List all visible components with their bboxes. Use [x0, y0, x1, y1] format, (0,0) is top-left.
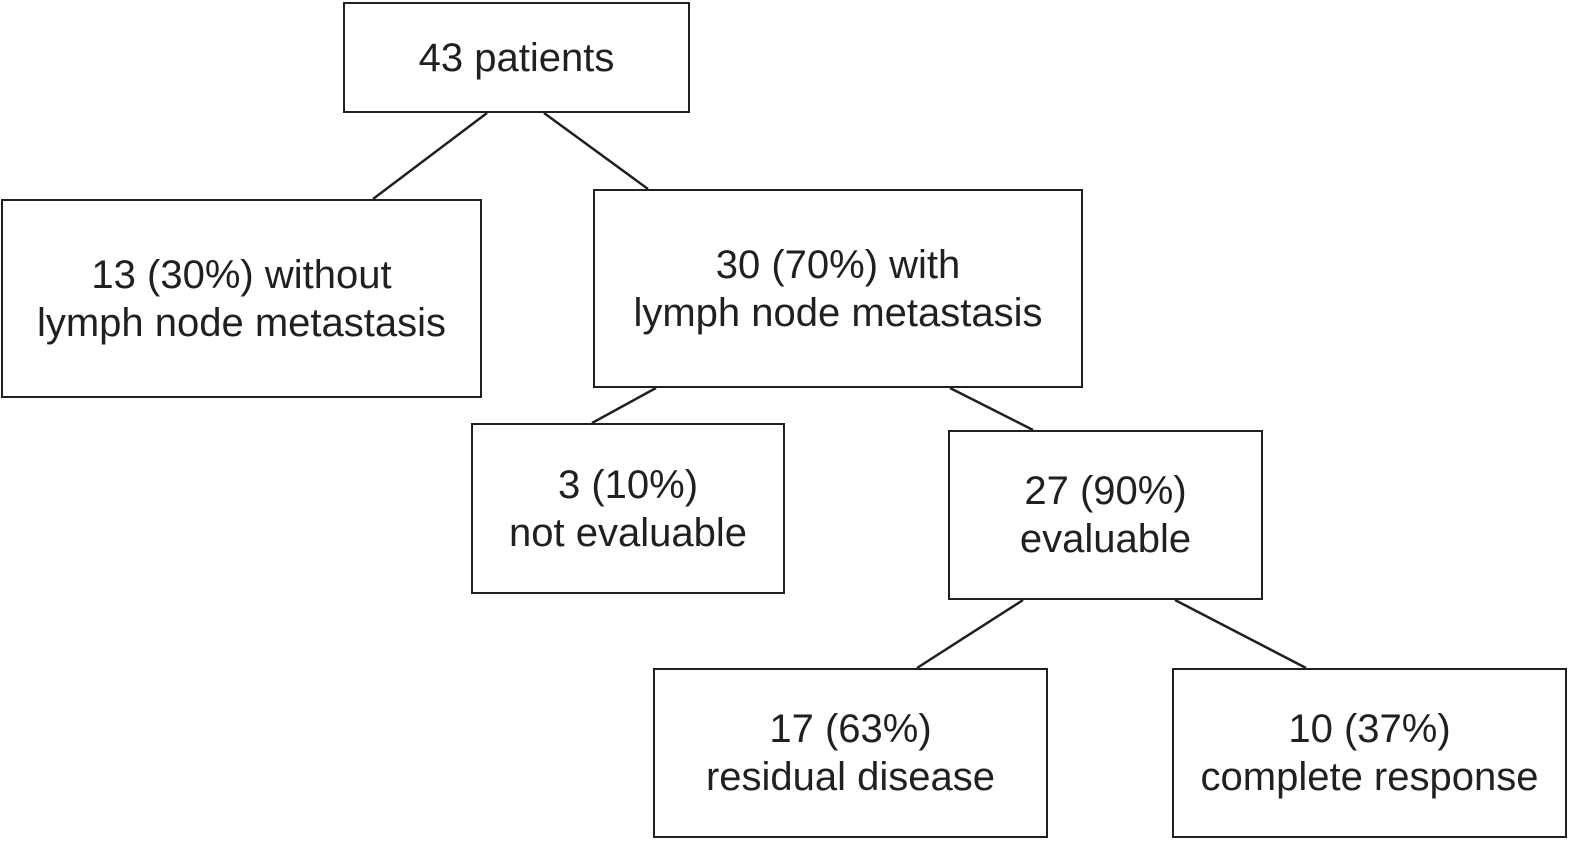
node-residual-line1: 17 (63%) — [769, 707, 932, 751]
connector-evaluable-to-residual — [916, 598, 1024, 670]
node-complete-line1: 10 (37%) — [1288, 707, 1451, 751]
connector-total-to-without — [372, 112, 488, 200]
connector-evaluable-to-complete — [1174, 598, 1307, 670]
connector-with-to-not-evaluable — [591, 386, 657, 425]
node-without-lnm-line1: 13 (30%) without — [91, 252, 392, 297]
node-with-lnm-line2: lymph node metastasis — [633, 290, 1043, 335]
node-without-lymph-node-metastasis: 13 (30%) without lymph node metastasis — [1, 199, 482, 398]
node-total-line1: 43 patients — [418, 35, 615, 80]
connector-total-to-with — [543, 111, 649, 191]
node-residual-disease: 17 (63%) residual disease — [653, 668, 1048, 838]
node-evaluable: 27 (90%) evaluable — [948, 430, 1263, 600]
node-evaluable-line2: evaluable — [1019, 517, 1192, 561]
node-total-patients: 43 patients — [343, 2, 690, 113]
node-not-evaluable: 3 (10%) not evaluable — [471, 423, 785, 594]
node-not-evaluable-line1: 3 (10%) — [557, 462, 699, 507]
node-with-lymph-node-metastasis: 30 (70%) with lymph node metastasis — [593, 189, 1083, 388]
node-complete-line2: complete response — [1200, 755, 1539, 799]
node-with-lnm-line1: 30 (70%) with — [715, 242, 961, 287]
node-evaluable-line1: 27 (90%) — [1024, 469, 1187, 513]
connector-with-to-evaluable — [949, 386, 1034, 432]
node-complete-response: 10 (37%) complete response — [1172, 668, 1567, 838]
node-residual-line2: residual disease — [705, 755, 996, 799]
node-not-evaluable-line2: not evaluable — [509, 510, 747, 555]
node-without-lnm-line2: lymph node metastasis — [36, 300, 447, 345]
